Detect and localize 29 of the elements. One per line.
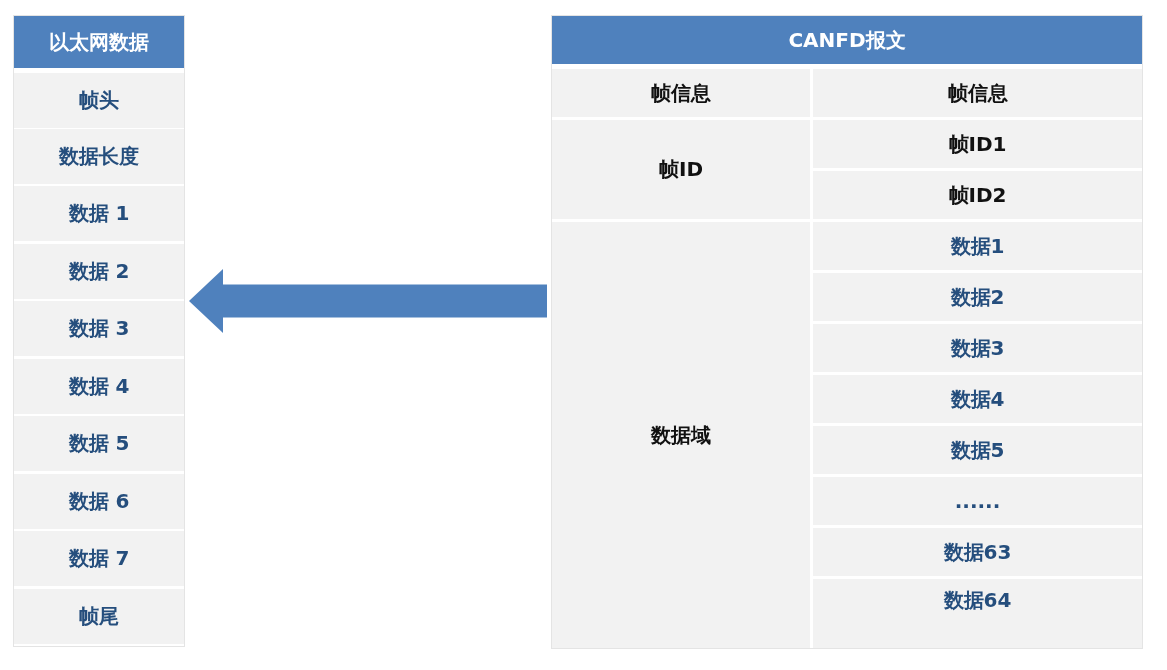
table [13,15,185,647]
table-header: CANFD报文 [552,16,1142,64]
table-cell: 数据3 [813,324,1142,372]
table-cell: 数据长度 [14,129,184,184]
table-cell: 帧ID1 [813,120,1142,168]
table-cell: 数据 6 [14,474,184,529]
table-cell: 数据 1 [14,186,184,241]
table-cell: 帧信息 [813,69,1142,117]
table-cell: 数据4 [813,375,1142,423]
table-cell: 数据 7 [14,531,184,586]
block-arrow [189,269,547,333]
table-cell: 数据64 [813,579,1142,648]
table-cell: 数据 3 [14,301,184,356]
table-cell: 数据 2 [14,244,184,299]
table-cell: 帧ID [552,120,810,219]
table-cell: 数据63 [813,528,1142,576]
table-cell: 数据1 [813,222,1142,270]
table-cell: 帧头 [14,73,184,128]
table-cell: 数据 5 [14,416,184,471]
table-cell: 数据2 [813,273,1142,321]
table-cell: 数据5 [813,426,1142,474]
table-cell: 帧ID2 [813,171,1142,219]
table-cell: ...... [813,477,1142,525]
table-cell: 帧尾 [14,589,184,644]
table-cell: 数据域 [552,222,810,648]
table-header: 以太网数据 [14,16,184,68]
table-cell: 帧信息 [552,69,810,117]
table-cell: 数据 4 [14,359,184,414]
table [551,15,1143,649]
